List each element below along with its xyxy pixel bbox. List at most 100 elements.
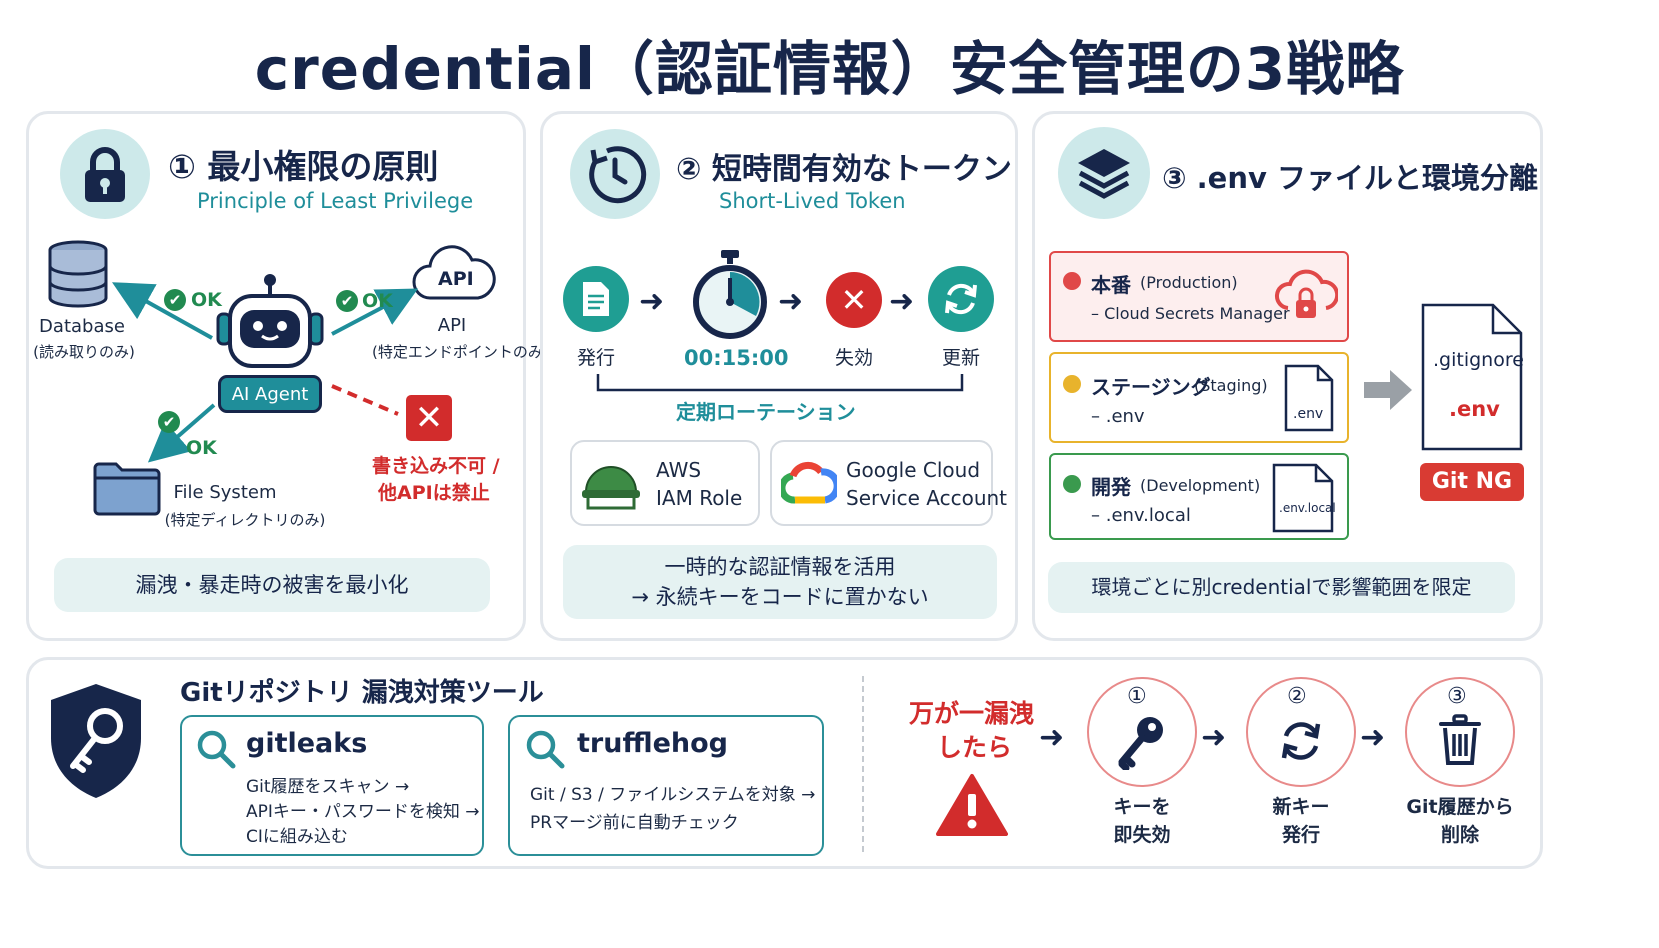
gray-arrow-icon — [1364, 370, 1412, 410]
rotation-label: 定期ローテーション — [676, 400, 856, 424]
arrow-right-icon: ➜ — [1360, 720, 1386, 755]
panel3-heading: ③ .env ファイルと環境分離 — [1162, 161, 1538, 195]
dashed-divider — [862, 676, 864, 852]
filesystem-label: File System — [173, 482, 277, 503]
database-note: (読み取りのみ) — [33, 343, 135, 361]
api-label: API — [437, 315, 467, 336]
warning-icon — [936, 772, 1008, 842]
arrow-right-icon: ➜ — [1201, 720, 1227, 755]
staging-file-icon — [1284, 364, 1334, 436]
api-icon-text: API — [438, 268, 474, 290]
arrow-right-icon: ➜ — [889, 284, 915, 319]
search-icon — [524, 728, 566, 774]
panel1-heading: ① 最小権限の原則 — [168, 147, 439, 186]
api-cloud-icon — [412, 240, 496, 308]
status-dot-red — [1063, 272, 1081, 290]
step1-line1: キーを — [1113, 796, 1171, 818]
git-ng-badge: Git NG — [1420, 463, 1524, 501]
aws-iam-card — [570, 440, 760, 526]
staging-detail: – .env — [1091, 406, 1145, 427]
panel3-summary: 環境ごとに別credentialで影響範囲を限定 — [1048, 562, 1515, 613]
trufflehog-card — [508, 715, 824, 856]
deny-x-icon: ✕ — [406, 395, 452, 441]
leak-line1: 万が一漏洩 — [909, 699, 1035, 728]
step3-number: ③ — [1447, 684, 1467, 709]
folder-icon — [92, 460, 162, 520]
google-cloud-icon — [778, 460, 841, 508]
gitleaks-card — [180, 715, 484, 856]
step1-circle — [1087, 677, 1197, 787]
clock-icon — [570, 129, 660, 219]
deny-line1: 書き込み不可 / — [372, 455, 500, 477]
panel1-arrows — [112, 282, 419, 463]
refresh-icon — [928, 266, 994, 332]
aws-line1: AWS — [656, 458, 702, 482]
database-label: Database — [39, 316, 125, 337]
step2-circle — [1246, 677, 1356, 787]
stopwatch-icon — [690, 248, 770, 346]
deny-line2: 他APIは禁止 — [378, 482, 490, 504]
expire-label: 失効 — [834, 347, 873, 369]
trufflehog-name: trufflehog — [577, 728, 728, 759]
key-icon — [1116, 714, 1168, 774]
step2-number: ② — [1287, 684, 1307, 709]
cloud-lock-icon — [1274, 268, 1340, 328]
dev-file-icon — [1272, 463, 1334, 537]
issue-label: 発行 — [576, 347, 615, 369]
rotation-bracket — [596, 374, 964, 392]
aws-helmet-icon — [580, 456, 642, 516]
issue-document-icon — [563, 266, 629, 332]
staging-en: (Staging) — [1194, 376, 1268, 395]
prod-en: (Production) — [1140, 273, 1238, 292]
step2-line1: 新キー — [1272, 796, 1330, 818]
aws-line2: IAM Role — [656, 486, 743, 510]
database-icon — [46, 240, 110, 312]
gitignore-line1: .gitignore — [1433, 349, 1524, 371]
expire-x-icon: ✕ — [826, 272, 882, 328]
gitleaks-line3: CIに組み込む — [246, 827, 348, 847]
ok-database-label: OK — [191, 289, 222, 311]
panel2-heading: ② 短時間有効なトークン — [676, 152, 1012, 187]
gcp-line1: Google Cloud — [846, 458, 981, 482]
step1-number: ① — [1127, 684, 1147, 709]
gitleaks-line2: APIキー・パスワードを検知 → — [246, 802, 480, 822]
staging-file-label: .env — [1293, 406, 1324, 422]
ai-agent-badge: AI Agent — [218, 375, 322, 413]
layers-icon — [1058, 127, 1150, 219]
step3-line1: Git履歴から — [1406, 796, 1514, 818]
page-title: credential（認証情報）安全管理の3戦略 — [254, 35, 1405, 103]
step1-line2: 即失効 — [1113, 824, 1171, 846]
panel2-summary: 一時的な認証情報を活用 → 永続キーをコードに置かない — [563, 545, 997, 619]
ok-check-icon: ✔ — [336, 290, 358, 312]
leak-line2: したら — [937, 733, 1013, 762]
gitignore-line2: .env — [1449, 397, 1500, 421]
ok-api-label: OK — [362, 290, 393, 312]
panel2-subtitle: Short-Lived Token — [719, 189, 906, 213]
arrow-right-icon: ➜ — [778, 284, 804, 319]
dev-file-label: .env.local — [1279, 501, 1336, 515]
arrow-right-icon: ➜ — [639, 284, 665, 319]
timer-readout: 00:15:00 — [684, 346, 789, 370]
ok-filesystem-label: OK — [186, 437, 217, 459]
renew-label: 更新 — [941, 347, 980, 369]
gcp-line2: Service Account — [846, 486, 1008, 510]
ok-check-icon: ✔ — [158, 411, 180, 433]
gitignore-file-icon — [1421, 303, 1523, 455]
ok-check-icon: ✔ — [164, 289, 186, 311]
robot-icon — [214, 270, 326, 384]
status-dot-green — [1063, 475, 1081, 493]
trufflehog-line1: Git / S3 / ファイルシステムを対象 → — [530, 785, 816, 805]
filesystem-note: (特定ディレクトリのみ) — [164, 511, 326, 529]
prod-detail: – Cloud Secrets Manager — [1091, 304, 1290, 323]
api-note: (特定エンドポイントのみ) — [372, 343, 549, 361]
bottom-heading: Gitリポジトリ 漏洩対策ツール — [180, 678, 544, 708]
ai-agent-label: AI Agent — [231, 383, 309, 405]
arrow-right-icon: ➜ — [1039, 720, 1065, 755]
search-icon — [195, 728, 237, 774]
status-dot-yellow — [1063, 375, 1081, 393]
gitleaks-line1: Git履歴をスキャン → — [246, 777, 410, 797]
dev-detail: – .env.local — [1091, 505, 1191, 526]
gitleaks-name: gitleaks — [246, 728, 368, 759]
staging-name: ステージング — [1091, 375, 1211, 399]
shield-key-icon — [47, 682, 145, 804]
